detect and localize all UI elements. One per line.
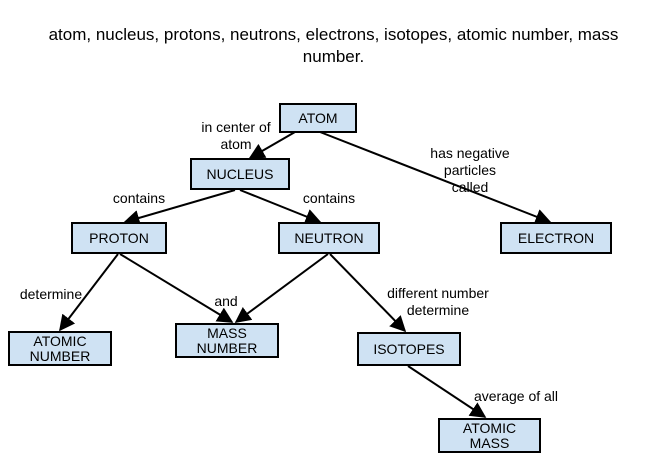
edge-nucleus-proton — [123, 189, 236, 226]
node-mass-number: MASS NUMBER — [175, 323, 279, 358]
diagram-heading: atom, nucleus, protons, neutrons, electr… — [48, 25, 619, 66]
edge-label-atom-electron: has negative particles called — [430, 145, 510, 195]
edge-atom-nucleus — [248, 131, 296, 159]
node-nucleus: NUCLEUS — [190, 158, 290, 190]
node-isotopes: ISOTOPES — [357, 332, 461, 366]
node-electron: ELECTRON — [500, 222, 612, 254]
edge-isotopes-atomic-mass — [407, 365, 487, 418]
node-atomic-number: ATOMIC NUMBER — [8, 331, 112, 366]
node-neutron: NEUTRON — [278, 222, 380, 254]
node-proton: PROTON — [71, 222, 167, 254]
edge-label-and: and — [214, 293, 238, 309]
edge-nucleus-neutron — [239, 189, 322, 225]
edge-label-neutron-isotopes: different number determine — [387, 285, 489, 318]
edge-proton-mass-number — [119, 253, 234, 323]
edge-label-proton-atomic-number: determine — [19, 286, 83, 302]
edge-label-nucleus-proton: contains — [112, 190, 166, 206]
edge-label-nucleus-neutron: contains — [302, 190, 356, 206]
node-atomic-mass: ATOMIC MASS — [438, 418, 541, 453]
edge-neutron-isotopes — [329, 253, 407, 333]
edge-label-isotopes-atomic-mass: average of all — [473, 388, 559, 404]
edge-proton-atomic-number — [59, 253, 119, 332]
node-atom: ATOM — [279, 103, 357, 133]
edge-neutron-mass-number — [234, 253, 329, 323]
edge-label-atom-nucleus: in center of atom — [201, 119, 271, 152]
edge-atom-electron — [319, 131, 552, 225]
